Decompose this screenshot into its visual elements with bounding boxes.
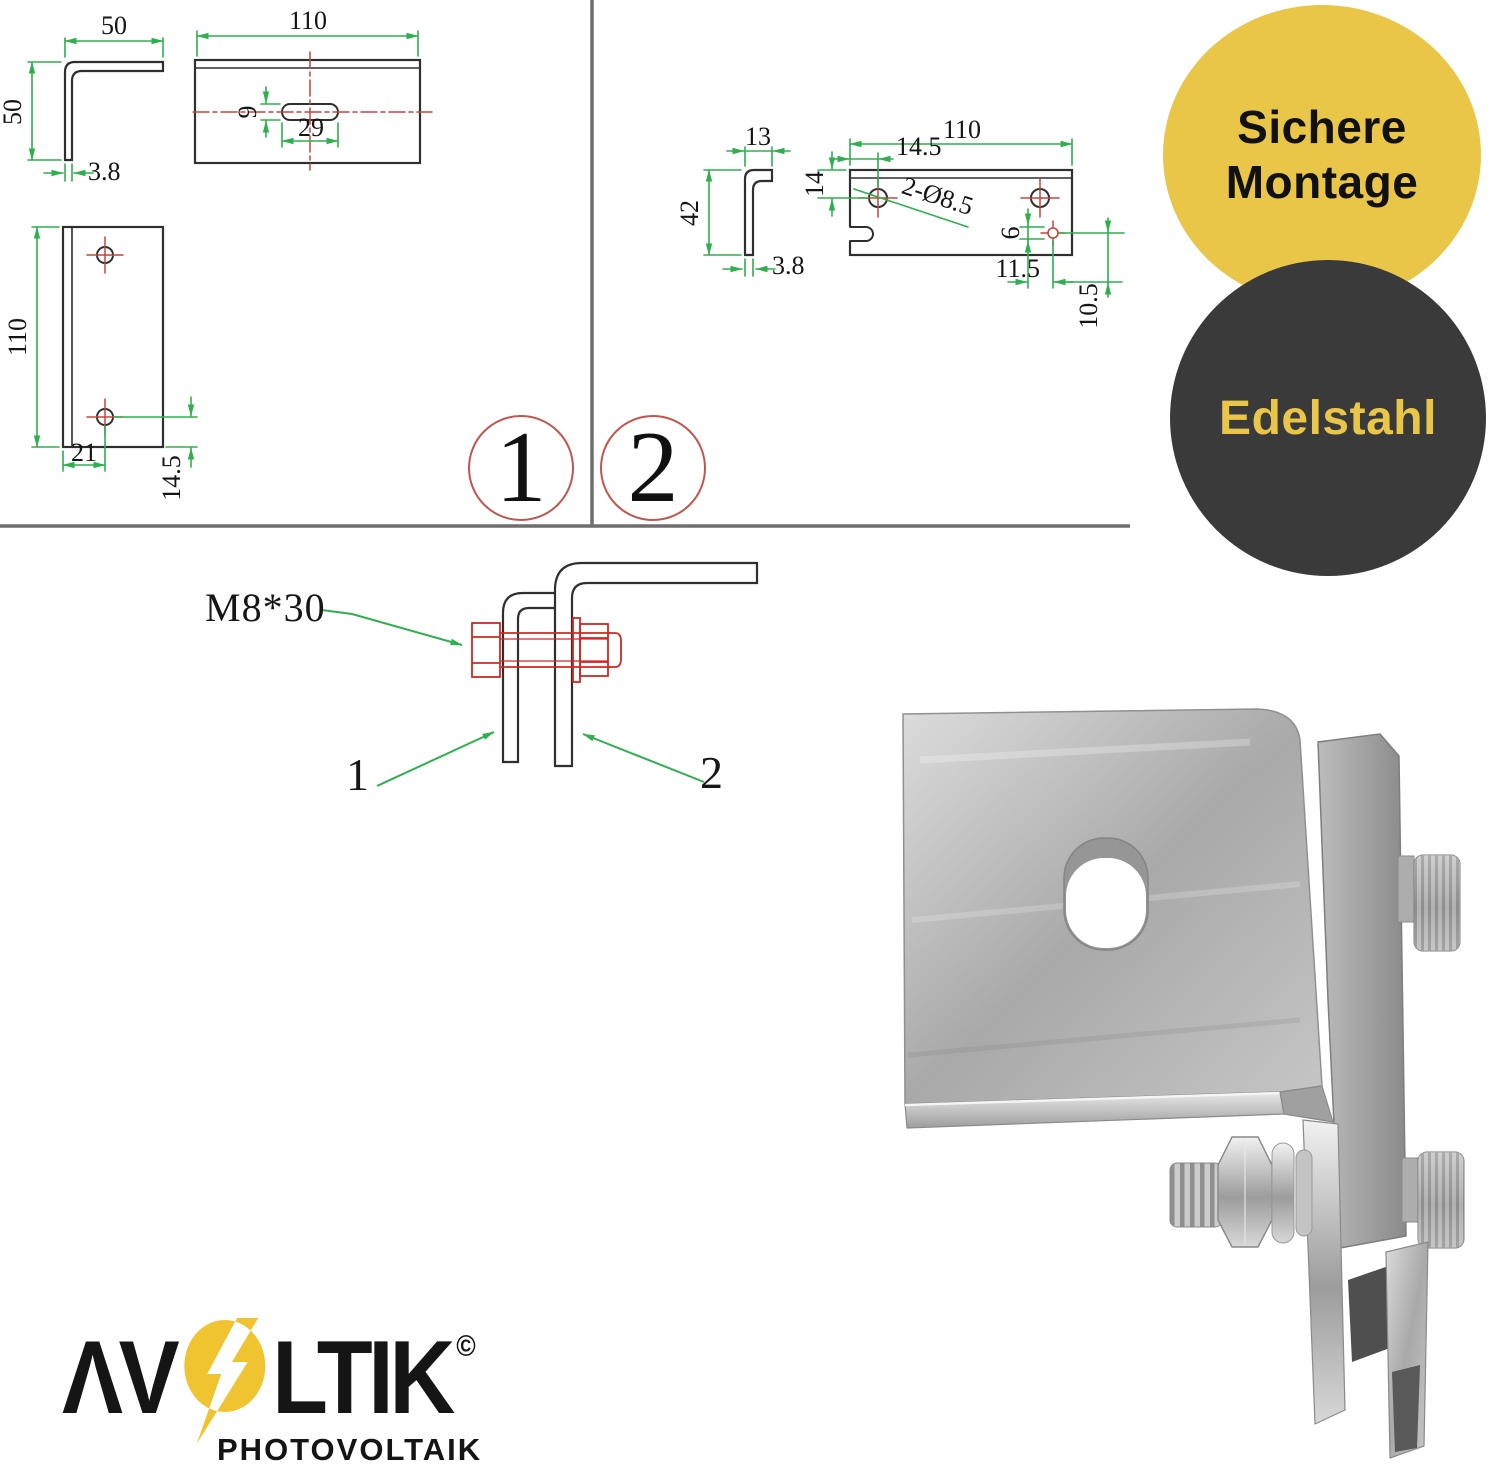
dim-1b-slot-height: 9	[233, 106, 262, 119]
dim-2b-tab-width: 6	[996, 227, 1025, 240]
dim-1c-hole-x: 21	[71, 438, 97, 467]
callout-part1-number: 1	[495, 411, 547, 524]
dim-2b-top-margin: 14	[800, 171, 829, 197]
dim-2a-thickness: 3.8	[772, 251, 805, 280]
brand-logo-wordmark: ΛV LTIK ©	[62, 1318, 476, 1444]
part1-front-view: 110 21 14.5	[3, 225, 198, 501]
part1-front-outline	[61, 225, 165, 449]
dim-1b-slot-length: 29	[298, 113, 324, 142]
assembly-part2-label: 2	[700, 747, 723, 798]
badge-stainless-steel-label: Edelstahl	[1219, 391, 1437, 445]
part2-small-hole	[1047, 227, 1059, 239]
assembly-drawing	[321, 561, 759, 787]
brand-logo-right: LTIK	[272, 1320, 455, 1436]
centerlines	[192, 51, 433, 171]
part2-profile-outline	[743, 168, 774, 257]
hook-inner-shadow	[1392, 1365, 1420, 1452]
callout-part2: 2	[600, 415, 706, 521]
drawing-part1: 50 50 3.8 110 9 29	[0, 6, 433, 501]
dim-2b-tab-offset: 11.5	[995, 254, 1040, 283]
dim-1a-width: 50	[101, 11, 127, 40]
part2-plate-view: 110 14.5 14 2-Ø8.5 6 11.5 10.5	[800, 115, 1125, 329]
clamp-bar	[1317, 733, 1407, 1249]
bolt-size-label: M8*30	[205, 585, 326, 630]
part2-profile-view: 13 42 3.8	[675, 122, 805, 280]
drawing-part2: 13 42 3.8	[675, 115, 1125, 329]
badge-stainless-steel: Edelstahl	[1170, 260, 1486, 576]
copyright-mark: ©	[456, 1330, 476, 1363]
dim-1c-height: 110	[3, 318, 32, 356]
part1-top-view: 110 9 29	[192, 6, 433, 171]
dim-1a-height: 50	[0, 99, 27, 125]
assembly-bracket1	[501, 591, 558, 764]
plate-slot	[1063, 837, 1149, 951]
section-dividers	[0, 0, 1130, 528]
callout-part2-number: 2	[627, 411, 679, 524]
part1-side-view: 50 50 3.8	[0, 11, 165, 186]
lower-screw	[1401, 1151, 1465, 1249]
assembly-bracket2	[553, 561, 759, 768]
badge-secure-mounting-line1: Sichere	[1237, 100, 1407, 153]
dim-1b-width: 110	[289, 6, 327, 35]
dim-1c-hole-y: 14.5	[157, 455, 186, 501]
hole-crosshairs	[86, 236, 124, 436]
bolt-thread	[1169, 1162, 1223, 1228]
part2-notch	[849, 226, 874, 242]
dim-2b-first-hole: 14.5	[896, 132, 942, 161]
bolt-washer-small	[1295, 1149, 1313, 1237]
plate-right-fold	[1279, 1085, 1334, 1123]
dim-2b-width: 110	[943, 115, 981, 144]
brand-logo: ΛV LTIK © PHOTOVOLTAIK	[62, 1318, 532, 1468]
badge-secure-mounting: Sichere Montage	[1163, 5, 1481, 305]
callout-part1: 1	[468, 415, 574, 521]
lightning-bolt-icon	[182, 1318, 266, 1444]
upper-screw	[1397, 854, 1461, 952]
badge-secure-mounting-line2: Montage	[1225, 156, 1419, 208]
part1-side-outline	[63, 60, 165, 162]
clamp-bolt	[1169, 1136, 1313, 1248]
product-photo	[902, 708, 1465, 1459]
dim-2a-width: 13	[745, 122, 771, 151]
bolt-washer-large	[1271, 1142, 1295, 1244]
dim-2a-height: 42	[675, 200, 704, 226]
dim-2b-tab-height: 10.5	[1074, 283, 1103, 329]
brand-logo-left: ΛV	[62, 1320, 180, 1436]
assembly-bolt	[471, 617, 622, 683]
front-prong	[1302, 1119, 1346, 1425]
brand-logo-subtitle: PHOTOVOLTAIK	[217, 1432, 483, 1467]
assembly-part1-label: 1	[346, 749, 369, 800]
assembly-leaders	[321, 609, 705, 787]
dim-1a-thickness: 3.8	[88, 157, 121, 186]
part2-plate-outline	[848, 168, 1074, 257]
